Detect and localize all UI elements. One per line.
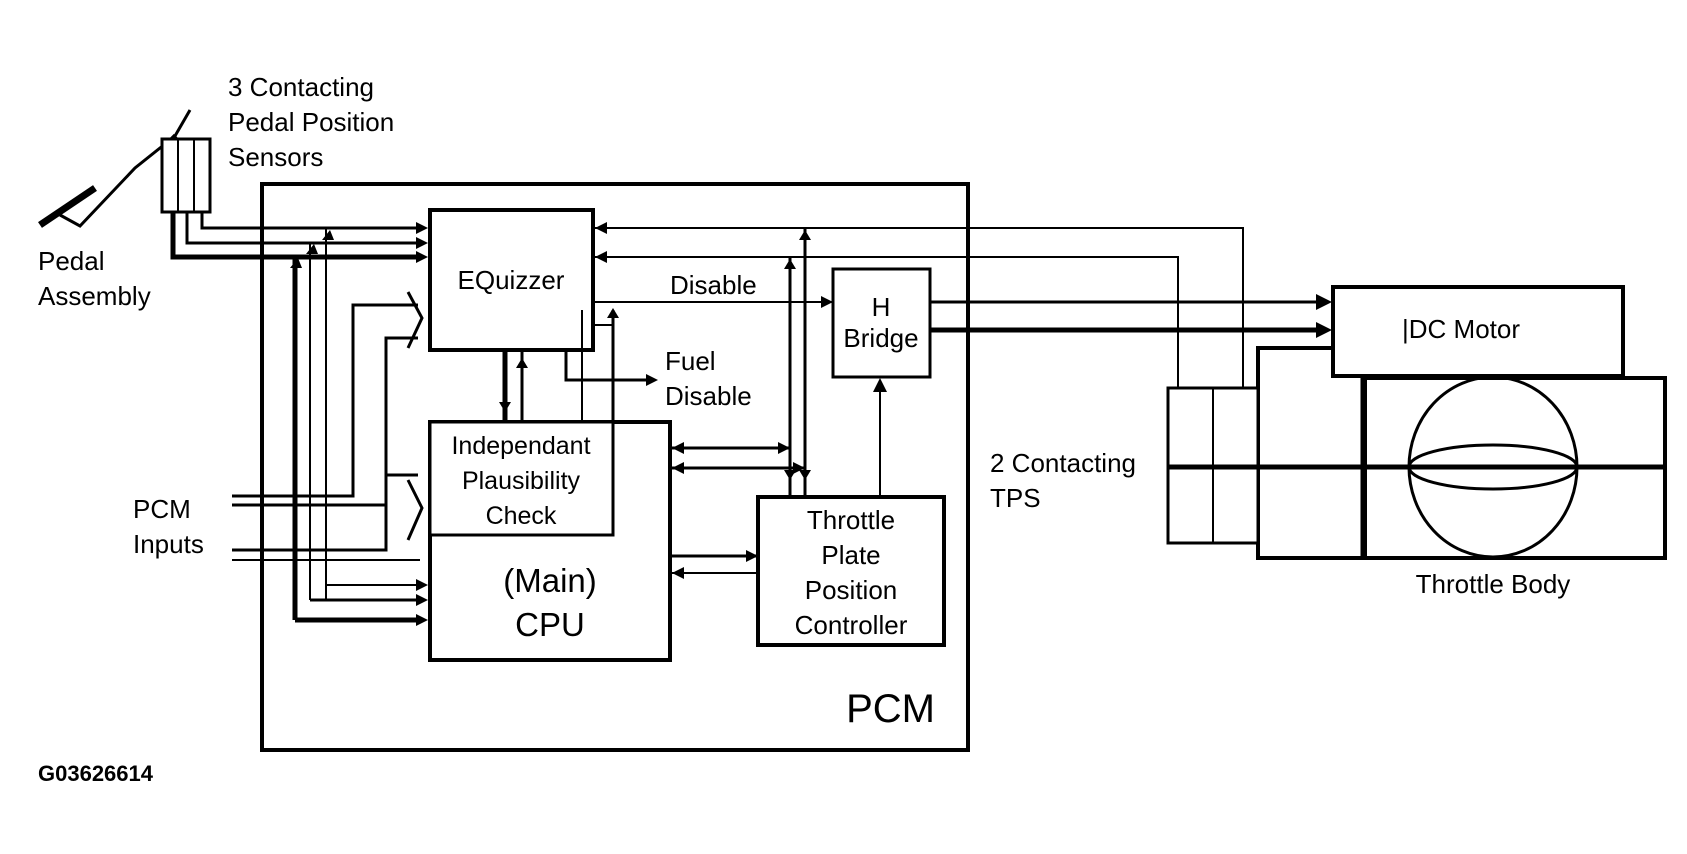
equizzer-box	[428, 208, 595, 352]
h-bridge-line2: Bridge	[843, 323, 918, 353]
equizzer-label: EQuizzer	[458, 265, 565, 295]
sensors-label-line1: 3 Contacting	[228, 72, 374, 102]
h-bridge-label: H Bridge	[843, 292, 918, 353]
throttle-body-graphic	[1166, 285, 1667, 560]
disable-label: Disable	[670, 270, 757, 300]
ipc-line3: Check	[486, 502, 557, 530]
pcm-inputs-label: PCM Inputs	[133, 494, 204, 559]
h-bridge-box	[831, 267, 932, 379]
pedal-sensor-lines	[170, 212, 428, 263]
sensors-label: 3 Contacting Pedal Position Sensors	[228, 72, 394, 172]
tps-feedback-lines	[595, 222, 1244, 497]
pcm-inputs-line1: PCM	[133, 494, 191, 524]
cpu-line2: CPU	[515, 606, 585, 643]
cpu-tps-lines	[672, 442, 805, 474]
ipc-line1: Independant	[451, 432, 590, 460]
figure-id: G03626614	[38, 761, 154, 786]
sensors-label-line3: Sensors	[228, 142, 323, 172]
tppc-hbridge-link	[873, 378, 887, 497]
tppc-line2: Plate	[821, 540, 880, 570]
tps-line2: TPS	[990, 483, 1041, 513]
tppc-line3: Position	[805, 575, 898, 605]
ipc-line2: Plausibility	[462, 467, 581, 495]
tppc-label: Throttle Plate Position Controller	[795, 505, 908, 640]
fuel-disable-line	[564, 350, 658, 386]
fuel-disable-label: Fuel Disable	[665, 346, 752, 411]
tps-line1: 2 Contacting	[990, 448, 1136, 478]
dc-motor-label: |DC Motor	[1402, 314, 1520, 344]
sensors-label-line2: Pedal Position	[228, 107, 394, 137]
pedal-label-line2: Assembly	[38, 281, 151, 311]
cpu-tppc-links	[672, 550, 758, 579]
cpu-label: (Main) CPU	[503, 562, 597, 643]
fuel-disable-line1: Fuel	[665, 346, 716, 376]
equizzer-ipc-links	[499, 308, 619, 422]
tps-label: 2 Contacting TPS	[990, 448, 1136, 513]
hbridge-motor-lines	[930, 294, 1332, 338]
pedal-assembly-label: Pedal Assembly	[38, 246, 151, 311]
tppc-box	[756, 495, 946, 647]
disable-line	[595, 296, 833, 308]
pcm-input-bus	[232, 228, 428, 626]
throttle-body-label: Throttle Body	[1416, 569, 1571, 599]
pedal-label-line1: Pedal	[38, 246, 105, 276]
cpu-line1: (Main)	[503, 562, 597, 599]
ipc-label: Independant Plausibility Check	[451, 432, 590, 530]
pcm-inputs-line2: Inputs	[133, 529, 204, 559]
pcm-label: PCM	[846, 687, 935, 731]
tppc-line4: Controller	[795, 610, 908, 640]
h-bridge-line1: H	[872, 292, 891, 322]
fuel-disable-line2: Disable	[665, 381, 752, 411]
tppc-line1: Throttle	[807, 505, 895, 535]
pedal-assembly-graphic	[38, 109, 212, 228]
